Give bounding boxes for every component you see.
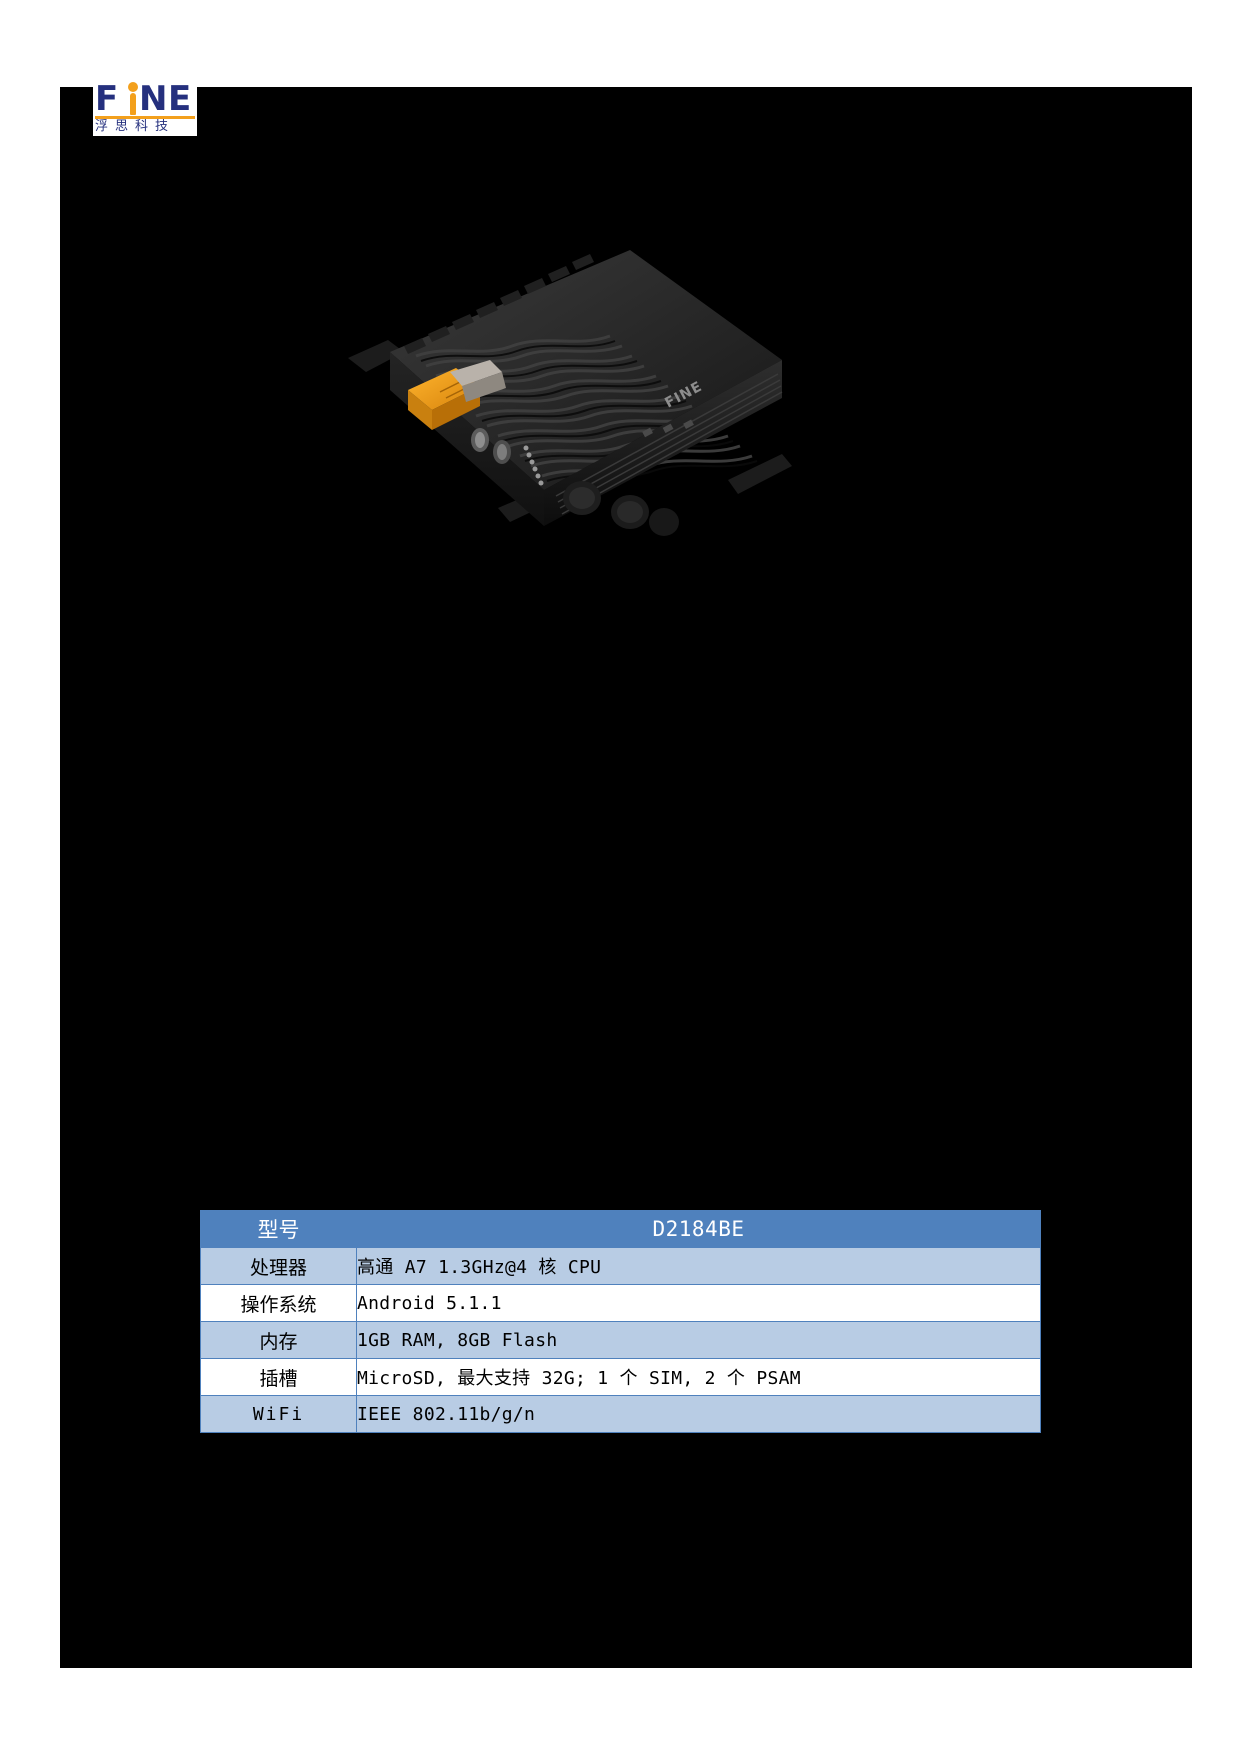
row-label: 操作系统: [200, 1284, 357, 1322]
logo-i-stem-icon: [130, 93, 136, 115]
row-value: 高通 A7 1.3GHz@4 核 CPU: [356, 1247, 1041, 1285]
logo-i-dot-icon: [128, 82, 138, 92]
row-label: 处理器: [200, 1247, 357, 1285]
logo-wordmark: F N E: [93, 80, 197, 118]
row-value: MicroSD, 最大支持 32G; 1 个 SIM, 2 个 PSAM: [356, 1358, 1041, 1396]
row-value: 1GB RAM, 8GB Flash: [356, 1321, 1041, 1359]
table-header-row: 型号 D2184BE: [200, 1210, 1041, 1248]
table-row: 操作系统 Android 5.1.1: [200, 1284, 1041, 1322]
content-plate: F N E 浮思科技: [60, 80, 1192, 1668]
table-row: 内存 1GB RAM, 8GB Flash: [200, 1321, 1041, 1359]
logo-underline-rule: [95, 116, 195, 119]
table-row: 处理器 高通 A7 1.3GHz@4 核 CPU: [200, 1247, 1041, 1285]
logo-letter-f: F: [95, 80, 118, 119]
product-illustration: FINE: [348, 250, 792, 536]
header-cell-model: D2184BE: [356, 1210, 1041, 1248]
spec-table-container: 型号 D2184BE 处理器 高通 A7 1.3GHz@4 核 CPU 操作系统…: [200, 1210, 1041, 1433]
table-row: 插槽 MicroSD, 最大支持 32G; 1 个 SIM, 2 个 PSAM: [200, 1358, 1041, 1396]
logo-subtitle: 浮思科技: [95, 119, 176, 134]
row-value: IEEE 802.11b/g/n: [356, 1395, 1041, 1433]
row-label: 内存: [200, 1321, 357, 1359]
header-cell-label: 型号: [200, 1210, 357, 1248]
product-photo: FINE: [330, 240, 800, 570]
row-value: Android 5.1.1: [356, 1284, 1041, 1322]
spec-table-body: 处理器 高通 A7 1.3GHz@4 核 CPU 操作系统 Android 5.…: [200, 1247, 1041, 1433]
table-row: WiFi IEEE 802.11b/g/n: [200, 1395, 1041, 1433]
logo-letter-n: N: [139, 80, 167, 119]
row-label: 插槽: [200, 1358, 357, 1396]
row-label: WiFi: [200, 1395, 357, 1433]
company-logo: F N E 浮思科技: [93, 80, 197, 136]
spec-table: 型号 D2184BE 处理器 高通 A7 1.3GHz@4 核 CPU 操作系统…: [200, 1210, 1041, 1433]
logo-letter-e: E: [168, 80, 191, 119]
